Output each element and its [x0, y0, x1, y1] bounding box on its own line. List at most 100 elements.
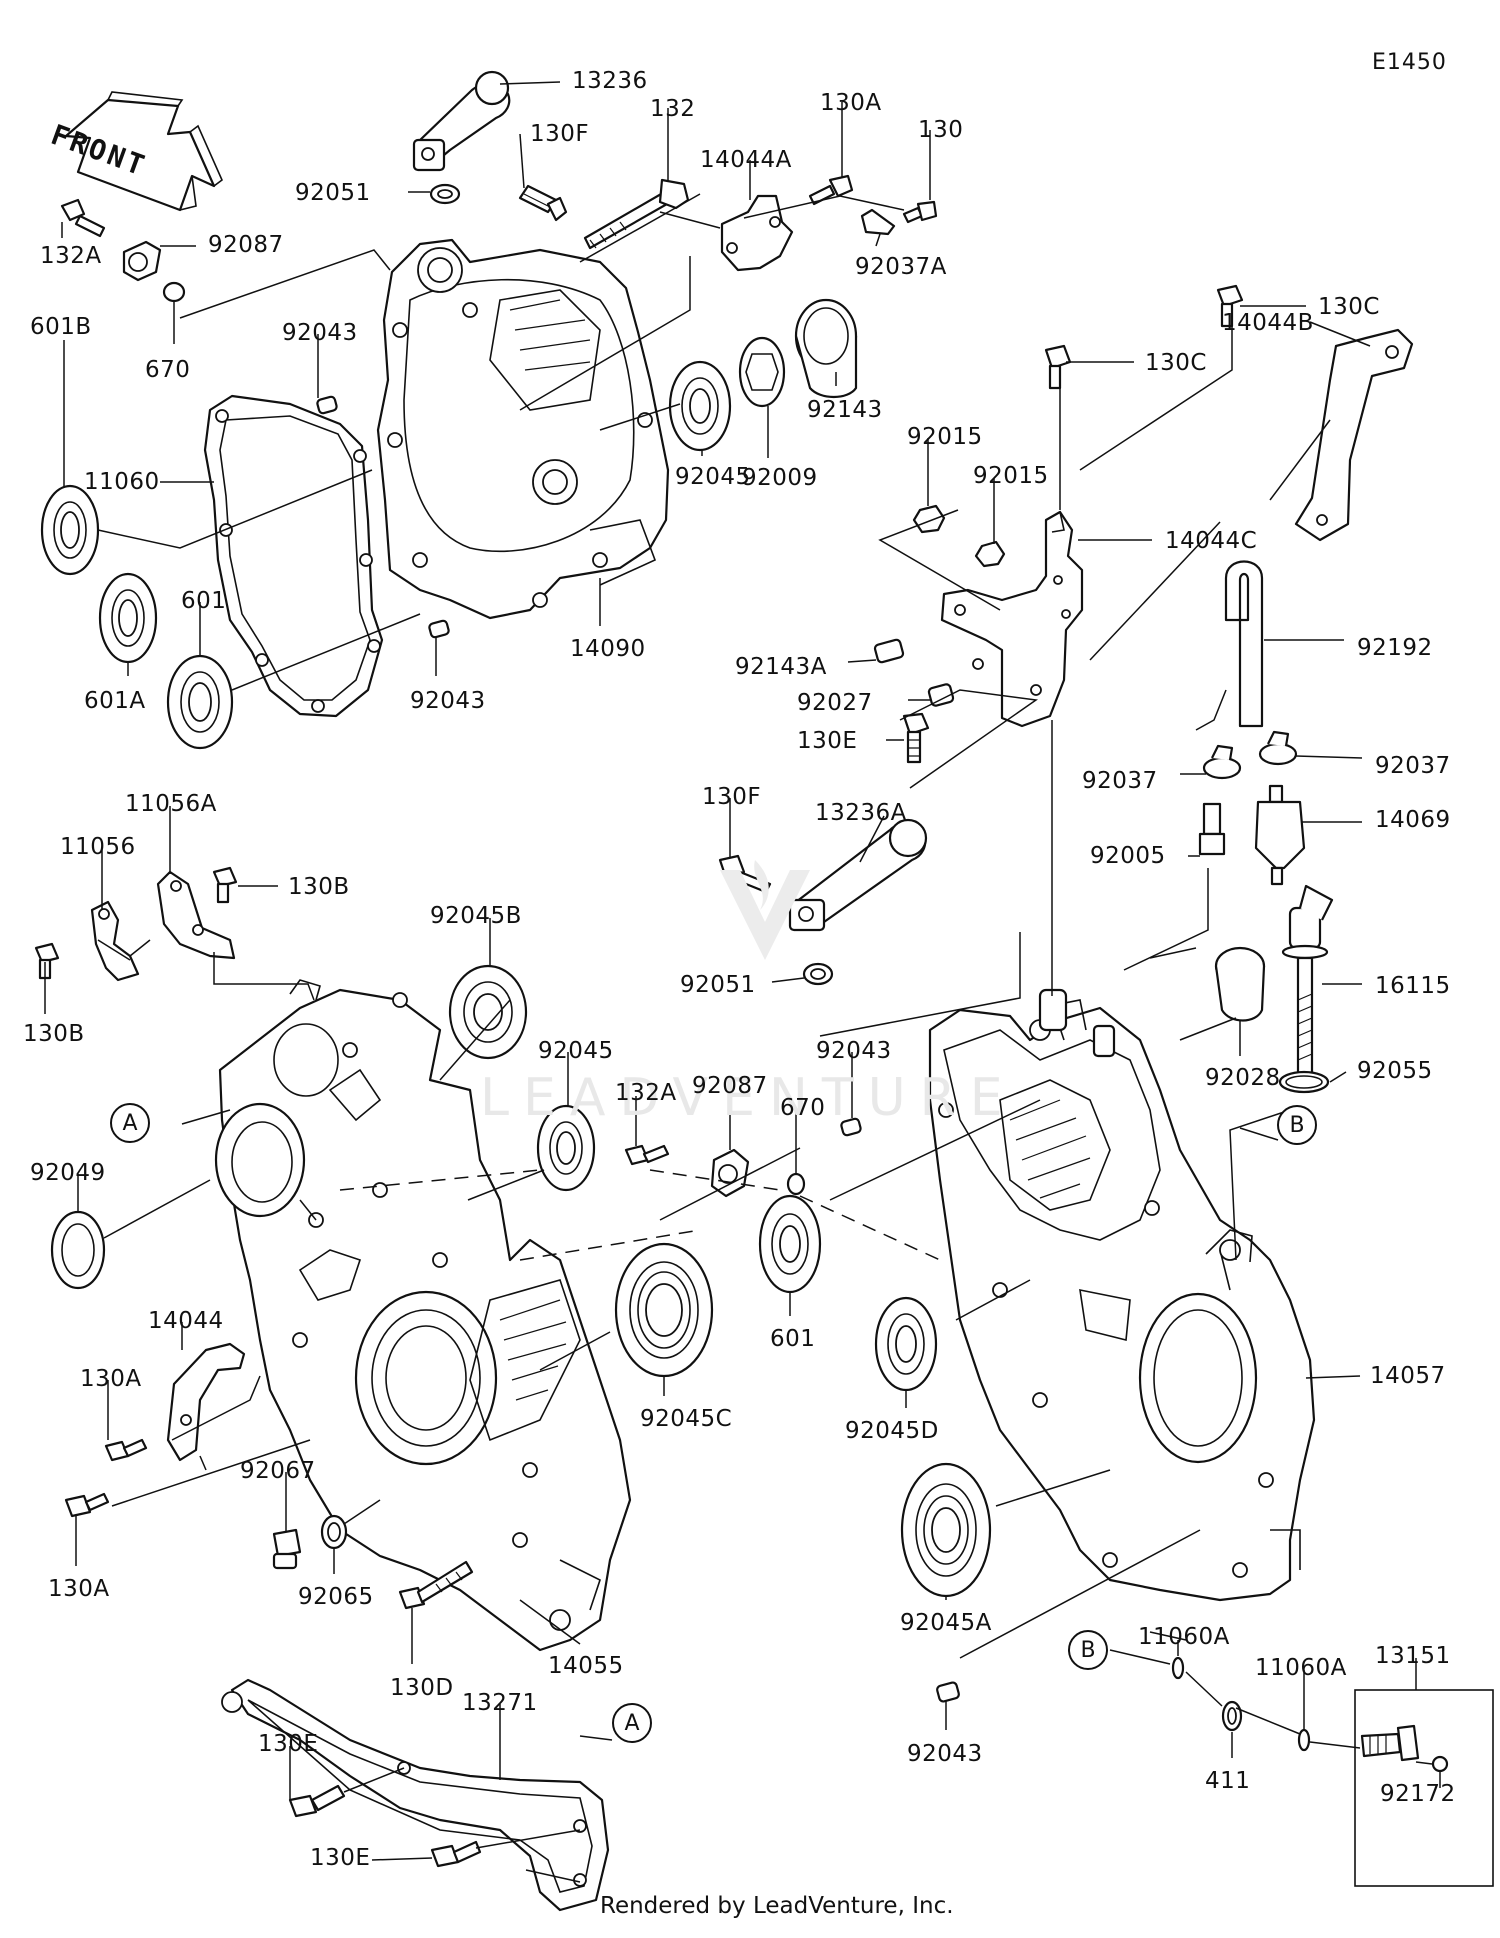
part-label-670-top[interactable]: 670	[145, 357, 191, 383]
part-label-92049[interactable]: 92049	[30, 1160, 106, 1186]
part-label-92045c[interactable]: 92045C	[640, 1406, 733, 1432]
crankcase-14055	[214, 979, 632, 1652]
part-label-11060[interactable]: 11060	[84, 469, 160, 495]
bolt-130e-bottom	[430, 1840, 482, 1868]
part-label-14044a[interactable]: 14044A	[700, 147, 792, 173]
part-label-92015-a[interactable]: 92015	[907, 424, 983, 450]
part-label-130e-left[interactable]: 130E	[258, 1731, 319, 1757]
gasket-11060	[203, 394, 384, 718]
part-label-92009[interactable]: 92009	[742, 465, 818, 491]
part-label-130b-left[interactable]: 130B	[23, 1021, 85, 1047]
part-label-14069[interactable]: 14069	[1375, 807, 1451, 833]
part-label-132[interactable]: 132	[650, 96, 696, 122]
part-label-11060a-right[interactable]: 11060A	[1255, 1655, 1347, 1681]
part-label-130b-right[interactable]: 130B	[288, 874, 350, 900]
part-label-130f-mid[interactable]: 130F	[702, 784, 762, 810]
part-label-130c-top[interactable]: 130C	[1318, 294, 1380, 320]
part-label-130-top[interactable]: 130	[918, 117, 964, 143]
part-label-92065[interactable]: 92065	[298, 1584, 374, 1610]
part-label-92067[interactable]: 92067	[240, 1458, 316, 1484]
part-label-14044b[interactable]: 14044B	[1222, 310, 1314, 336]
part-label-130a-bottom[interactable]: 130A	[48, 1576, 110, 1602]
seal-92049	[50, 1210, 106, 1290]
part-label-92043-mid2[interactable]: 92043	[816, 1038, 892, 1064]
part-label-670-mid[interactable]: 670	[780, 1095, 826, 1121]
part-label-130e-mid[interactable]: 130E	[797, 728, 858, 754]
bearing-92045a	[900, 1462, 992, 1598]
part-label-92037-left[interactable]: 92037	[1082, 768, 1158, 794]
part-label-601-top[interactable]: 601	[181, 588, 227, 614]
diagram-code: E1450	[1372, 50, 1447, 75]
part-label-92051-mid[interactable]: 92051	[680, 972, 756, 998]
part-label-11060a-left[interactable]: 11060A	[1138, 1624, 1230, 1650]
part-label-92043-bottom[interactable]: 92043	[907, 1741, 983, 1767]
dipstick-16115	[1281, 884, 1334, 1078]
part-label-92015-b[interactable]: 92015	[973, 463, 1049, 489]
breather-filter-14069	[1254, 784, 1306, 886]
bolt-132	[583, 178, 690, 250]
bolt-130a-top	[808, 174, 854, 206]
bearing-601-mid	[758, 1194, 822, 1294]
part-label-92045d[interactable]: 92045D	[845, 1418, 939, 1444]
part-label-92045-mid[interactable]: 92045	[538, 1038, 614, 1064]
bearing-92045-top	[668, 360, 732, 452]
part-label-92143-top[interactable]: 92143	[807, 397, 883, 423]
part-label-92045b[interactable]: 92045B	[430, 903, 522, 929]
part-label-14057[interactable]: 14057	[1370, 1363, 1446, 1389]
part-label-14055[interactable]: 14055	[548, 1653, 624, 1679]
seal-13271	[221, 1678, 610, 1912]
part-label-92087-mid[interactable]: 92087	[692, 1073, 768, 1099]
bolt-130e-mid	[902, 712, 930, 764]
part-label-132a-left[interactable]: 132A	[40, 243, 102, 269]
part-label-411[interactable]: 411	[1205, 1768, 1251, 1794]
part-label-92043-top[interactable]: 92043	[282, 320, 358, 346]
bracket-14044c	[940, 510, 1084, 728]
crankcase-14057	[928, 988, 1316, 1602]
part-label-11056[interactable]: 11056	[60, 834, 136, 860]
clutch-cover-14090	[376, 238, 670, 620]
part-label-92043-mid[interactable]: 92043	[410, 688, 486, 714]
part-label-601a[interactable]: 601A	[84, 688, 146, 714]
bolt-130f-top	[518, 184, 568, 222]
part-label-601b[interactable]: 601B	[30, 314, 92, 340]
clamp-92037-left	[1202, 744, 1242, 780]
part-label-92037-right[interactable]: 92037	[1375, 753, 1451, 779]
part-label-14044c[interactable]: 14044C	[1165, 528, 1258, 554]
part-label-13236a[interactable]: 13236A	[815, 800, 907, 826]
dowel-92043-mid	[428, 619, 450, 639]
part-label-92037a[interactable]: 92037A	[855, 254, 947, 280]
part-label-92055[interactable]: 92055	[1357, 1058, 1433, 1084]
part-label-130f-top[interactable]: 130F	[530, 121, 590, 147]
assembly-guide-lines	[97, 193, 1433, 1883]
part-label-92087-top[interactable]: 92087	[208, 232, 284, 258]
seal-92051-mid	[802, 962, 834, 986]
part-label-130a-mid[interactable]: 130A	[80, 1366, 142, 1392]
part-label-130e-bottom[interactable]: 130E	[310, 1845, 371, 1871]
bearing-92045c	[614, 1242, 714, 1378]
part-label-13151[interactable]: 13151	[1375, 1643, 1451, 1669]
part-label-130a-top[interactable]: 130A	[820, 90, 882, 116]
part-label-92028[interactable]: 92028	[1205, 1065, 1281, 1091]
part-label-14090[interactable]: 14090	[570, 636, 646, 662]
part-label-13236[interactable]: 13236	[572, 68, 648, 94]
part-label-92172[interactable]: 92172	[1380, 1781, 1456, 1807]
bearing-92045-mid	[536, 1104, 596, 1192]
part-label-92143a[interactable]: 92143A	[735, 654, 827, 680]
render-credit: Rendered by LeadVenture, Inc.	[600, 1893, 954, 1919]
part-label-13271[interactable]: 13271	[462, 1690, 538, 1716]
part-label-92045a[interactable]: 92045A	[900, 1610, 992, 1636]
part-label-601-mid[interactable]: 601	[770, 1326, 816, 1352]
part-label-130d[interactable]: 130D	[390, 1675, 454, 1701]
part-label-92045-top[interactable]: 92045	[675, 464, 751, 490]
part-label-14044[interactable]: 14044	[148, 1308, 224, 1334]
part-label-92027[interactable]: 92027	[797, 690, 873, 716]
part-label-130c-mid[interactable]: 130C	[1145, 350, 1207, 376]
part-label-132a-mid[interactable]: 132A	[615, 1080, 677, 1106]
part-label-92005[interactable]: 92005	[1090, 843, 1166, 869]
part-label-16115[interactable]: 16115	[1375, 973, 1451, 999]
part-label-92051-top[interactable]: 92051	[295, 180, 371, 206]
part-label-92192[interactable]: 92192	[1357, 635, 1433, 661]
part-label-11056a[interactable]: 11056A	[125, 791, 217, 817]
callout-b-lower: B	[1068, 1630, 1108, 1670]
bearing-601b	[40, 484, 100, 576]
